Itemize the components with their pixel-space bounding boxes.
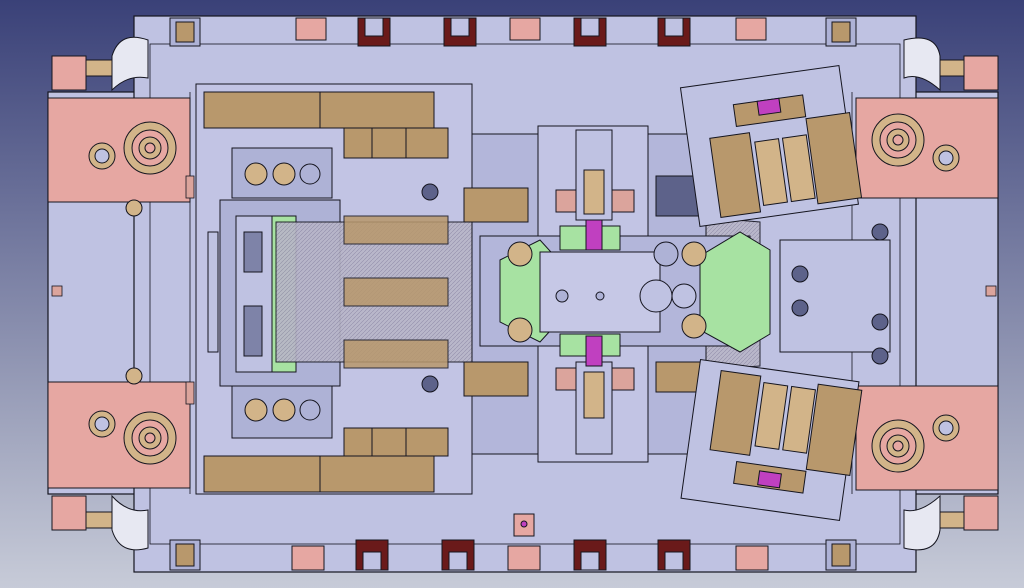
slide-boxes xyxy=(463,175,705,397)
guide-pillar-bottom-left[interactable] xyxy=(51,494,149,551)
ejector-block-top-left[interactable] xyxy=(47,97,191,217)
ejector-block-top-right[interactable] xyxy=(855,97,999,199)
lifter-bottom[interactable] xyxy=(555,335,635,455)
side-pins xyxy=(51,175,997,405)
guide-pillar-top-left[interactable] xyxy=(51,36,149,92)
ejector-block-bottom-right[interactable] xyxy=(855,385,999,491)
bottom-edge-notches xyxy=(169,513,857,571)
angled-slide-bottom-right[interactable] xyxy=(680,358,863,522)
guide-pillar-top-right[interactable] xyxy=(903,37,999,92)
top-edge-notches xyxy=(169,17,857,47)
lifter-top[interactable] xyxy=(555,129,635,251)
right-side-parts xyxy=(421,183,891,393)
guide-pillar-bottom-right[interactable] xyxy=(903,494,999,551)
ejector-block-bottom-left[interactable] xyxy=(47,367,191,489)
angled-slide-top-right[interactable] xyxy=(679,65,863,228)
